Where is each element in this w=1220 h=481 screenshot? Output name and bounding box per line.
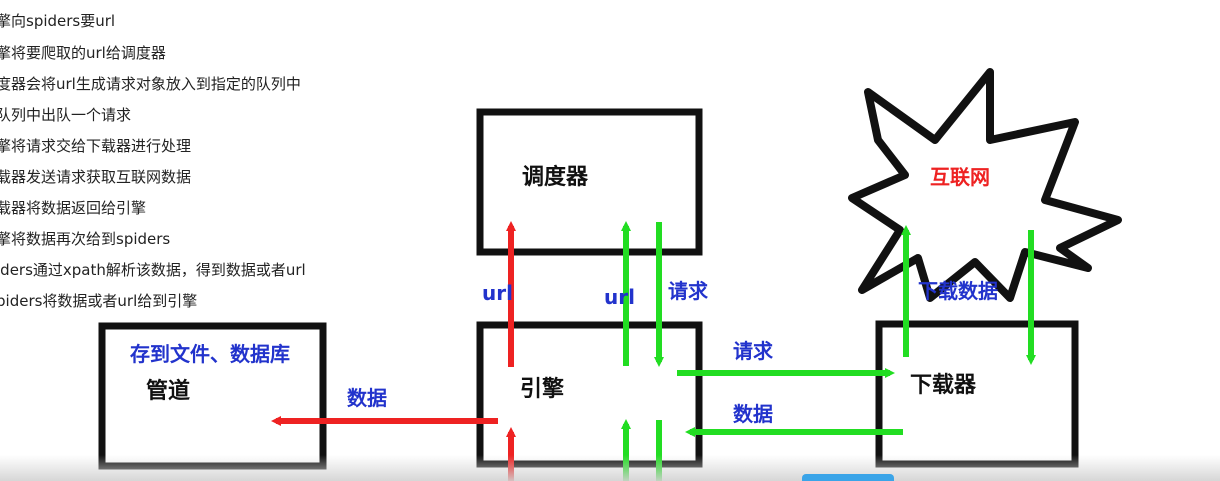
internet-label: 互联网 [930, 165, 990, 189]
pipeline-note: 存到文件、数据库 [130, 342, 290, 366]
bottom-shadow [0, 455, 1220, 481]
engine-label: 引擎 [520, 377, 564, 402]
download-data-label: 下载数据 [918, 279, 998, 303]
step-item: 擎将请求交给下载器进行处理 [0, 137, 192, 155]
step-item: 擎向spiders要url [0, 12, 116, 30]
internet-star-shape [848, 68, 1122, 302]
bottom-blue-tab [802, 474, 894, 481]
step-item: 队列中出队一个请求 [0, 106, 132, 124]
step-item: 擎将要爬取的url给调度器 [0, 44, 166, 62]
step-item: 度器会将url生成请求对象放入到指定的队列中 [0, 75, 301, 93]
url-red-label: url [482, 281, 513, 305]
step-item: 擎将数据再次给到spiders [0, 230, 171, 248]
pipeline-label: 管道 [146, 378, 190, 404]
data-to-engine-label: 数据 [733, 402, 773, 426]
url-green-label: url [604, 285, 635, 309]
request-top-label: 请求 [668, 279, 709, 303]
request-mid-label: 请求 [733, 339, 774, 363]
downloader-label: 下载器 [910, 372, 977, 398]
step-item: 载器将数据返回给引擎 [0, 199, 147, 217]
step-item: iders通过xpath解析该数据，得到数据或者url [0, 261, 306, 279]
data-to-pipeline-label: 数据 [347, 386, 387, 410]
scheduler-box [476, 108, 703, 256]
step-item: piders将数据或者url给到引擎 [0, 292, 198, 310]
scheduler-label: 调度器 [522, 164, 589, 190]
step-item: 载器发送请求获取互联网数据 [0, 168, 192, 186]
